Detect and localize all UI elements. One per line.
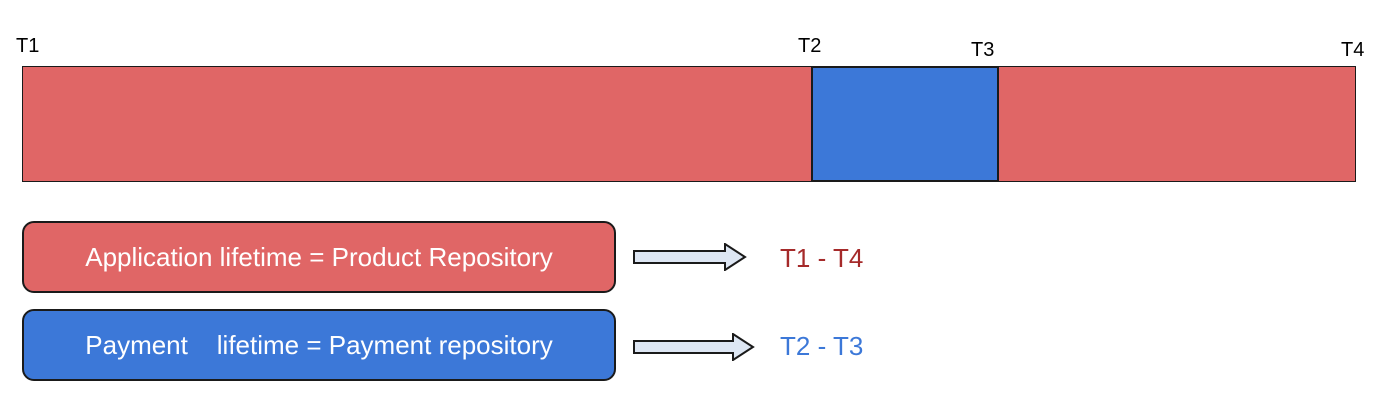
application-legend-label: Application lifetime = Product Repositor… — [85, 241, 553, 272]
timeline-bar — [22, 65, 1356, 182]
application-range-label: T1 - T4 — [780, 243, 864, 273]
arrow-right-icon — [633, 333, 755, 361]
payment-range-label: T2 - T3 — [780, 331, 864, 361]
payment-legend-label: Payment lifetime = Payment repository — [85, 329, 553, 360]
tick-label-t1: T1 — [16, 35, 40, 57]
tick-label-t4: T4 — [1341, 39, 1365, 61]
payment-legend-box: Payment lifetime = Payment repository — [22, 309, 616, 381]
application-legend-box: Application lifetime = Product Repositor… — [22, 221, 616, 293]
tick-label-t3: T3 — [971, 39, 995, 61]
tick-label-t2: T2 — [798, 35, 822, 57]
payment-segment — [811, 65, 999, 182]
arrow-right-icon — [633, 243, 747, 271]
